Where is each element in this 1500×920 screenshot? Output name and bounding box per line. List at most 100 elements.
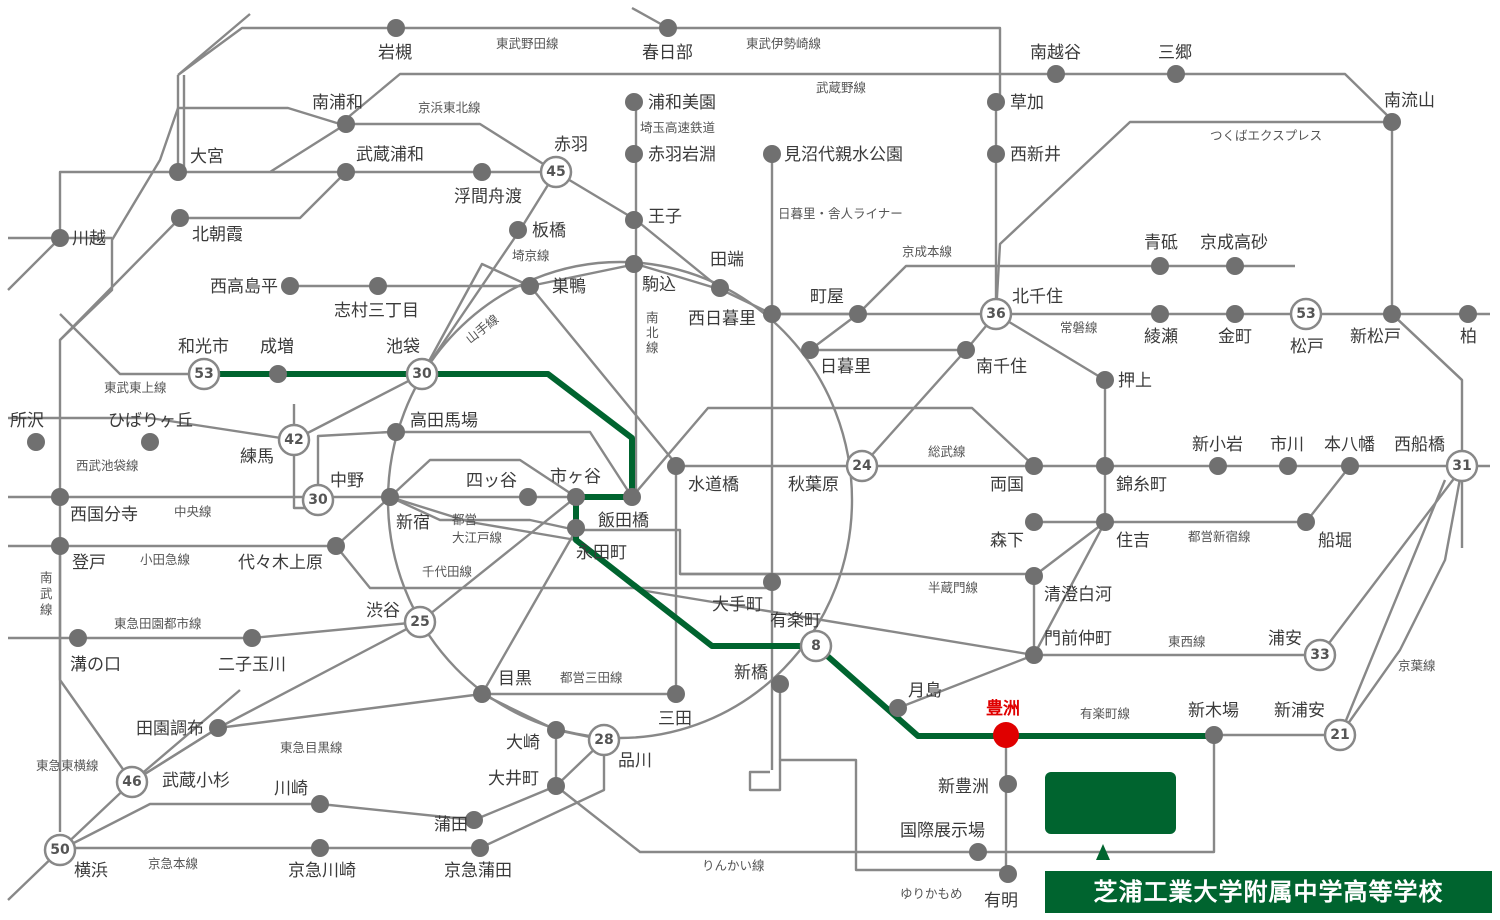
badge-urayasu[interactable]: 33 [1303, 638, 1337, 672]
station-nishiarai[interactable] [987, 145, 1005, 163]
station-toyosu[interactable] [993, 722, 1019, 748]
station-osaki[interactable] [547, 721, 565, 739]
badge-wakoshi[interactable]: 53 [187, 357, 221, 391]
station-ukimafunado[interactable] [473, 163, 491, 181]
station-musashiurawa[interactable] [337, 163, 355, 181]
station-hibarigaoka[interactable] [141, 433, 159, 451]
station-suidobashi[interactable] [667, 457, 685, 475]
station-komagome[interactable] [625, 255, 643, 273]
line-label-chiyoda: 千代田線 [422, 564, 473, 579]
station-oji[interactable] [625, 211, 643, 229]
badge-shinagawa[interactable]: 28 [587, 723, 621, 757]
station-noborito[interactable] [51, 537, 69, 555]
line-label-musashino: 武蔵野線 [816, 80, 867, 95]
station-minamisenju[interactable] [957, 341, 975, 359]
campus-marker[interactable] [1045, 772, 1176, 834]
station-tsukishima[interactable] [889, 699, 907, 717]
station-kasukabe[interactable] [659, 19, 677, 37]
badge-akihabara[interactable]: 24 [845, 449, 879, 483]
station-minumadai[interactable] [763, 145, 781, 163]
station-nagareyama[interactable] [1383, 113, 1401, 131]
station-mita[interactable] [667, 685, 685, 703]
badge-nishifunabashi[interactable]: 31 [1445, 449, 1479, 483]
station-shimura[interactable] [369, 277, 387, 295]
station-ryogoku[interactable] [1025, 457, 1043, 475]
station-morishita[interactable] [1025, 513, 1043, 531]
station-ichikawa[interactable] [1279, 457, 1297, 475]
station-soka[interactable] [987, 93, 1005, 111]
station-ichigaya[interactable] [567, 488, 585, 506]
station-nishinippori[interactable] [763, 305, 781, 323]
station-kawasaki[interactable] [311, 795, 329, 813]
station-shinjuku[interactable] [381, 488, 399, 506]
badge-shibuya[interactable]: 25 [403, 605, 437, 639]
station-tokorozawa[interactable] [27, 433, 45, 451]
badge-yokohama[interactable]: 50 [43, 833, 77, 867]
station-yotsuya[interactable] [519, 488, 537, 506]
station-shinkoiwa[interactable] [1209, 457, 1227, 475]
station-nippori[interactable] [801, 341, 819, 359]
badge-shinurayasu[interactable]: 21 [1323, 718, 1357, 752]
station-iwatsuki[interactable] [387, 19, 405, 37]
station-sumiyoshi[interactable] [1096, 513, 1114, 531]
station-misato[interactable] [1167, 65, 1185, 83]
station-minamikoshigaya[interactable] [1047, 65, 1065, 83]
station-shintoyosu[interactable] [999, 775, 1017, 793]
badge-nakano[interactable]: 30 [301, 483, 335, 517]
station-keikyukamata[interactable] [471, 839, 489, 857]
station-kanamachi[interactable] [1226, 305, 1244, 323]
station-denenchofu[interactable] [209, 719, 227, 737]
station-kamata[interactable] [465, 811, 483, 829]
station-motoyawata[interactable] [1341, 457, 1359, 475]
badge-ikebukuro[interactable]: 30 [405, 357, 439, 391]
label-tsukishima: 月島 [908, 681, 942, 701]
station-ayase[interactable] [1151, 305, 1169, 323]
station-takadanobaba[interactable] [387, 423, 405, 441]
station-iidabashi[interactable] [623, 488, 641, 506]
badge-yurakucho[interactable]: 8 [799, 629, 833, 663]
station-itabashi[interactable] [509, 221, 527, 239]
station-tabata[interactable] [711, 279, 729, 297]
station-mizonokuchi[interactable] [69, 629, 87, 647]
svg-text:28: 28 [594, 732, 613, 748]
station-yoyogiuehara[interactable] [327, 537, 345, 555]
station-narimasu[interactable] [269, 365, 287, 383]
station-oimachi[interactable] [547, 777, 565, 795]
station-oshiage[interactable] [1096, 371, 1114, 389]
station-monzennakacho[interactable] [1025, 646, 1043, 664]
badge-matsudo[interactable]: 53 [1289, 297, 1323, 331]
station-kitaasaka[interactable] [171, 209, 189, 227]
station-otemachi[interactable] [763, 573, 781, 591]
station-omiya[interactable] [169, 163, 187, 181]
line-label-yurikamome: ゆりかもめ [900, 886, 963, 901]
station-nishikokubunji[interactable] [51, 488, 69, 506]
school-name-banner[interactable]: 芝浦工業大学附属中学高等学校 [1045, 871, 1492, 913]
badge-musashikosugi[interactable]: 46 [115, 765, 149, 799]
toyoko-line [59, 689, 241, 851]
station-kokusai[interactable] [969, 843, 987, 861]
station-futakotamagawa[interactable] [243, 629, 261, 647]
station-minamiurawa[interactable] [337, 115, 355, 133]
badge-kitasenju[interactable]: 36 [979, 297, 1013, 331]
station-shinbashi[interactable] [771, 675, 789, 693]
station-keikyukawasaki[interactable] [311, 839, 329, 857]
station-machiya[interactable] [849, 305, 867, 323]
station-meguro[interactable] [473, 685, 491, 703]
badge-akabane[interactable]: 45 [539, 155, 573, 189]
station-akabaneiwabuchi[interactable] [625, 145, 643, 163]
station-aoto[interactable] [1151, 257, 1169, 275]
badge-nerima[interactable]: 42 [277, 423, 311, 457]
station-nagatacho[interactable] [567, 519, 585, 537]
station-ariake[interactable] [999, 865, 1017, 883]
station-kiyosumi[interactable] [1025, 567, 1043, 585]
station-shinmatsudo[interactable] [1383, 305, 1401, 323]
station-urawamisono[interactable] [625, 93, 643, 111]
station-kinshicho[interactable] [1096, 457, 1114, 475]
station-shinkiba[interactable] [1205, 726, 1223, 744]
station-sugamo[interactable] [521, 277, 539, 295]
station-keiseitakasago[interactable] [1226, 257, 1244, 275]
station-nishitakashimadaira[interactable] [281, 277, 299, 295]
station-funabori[interactable] [1297, 513, 1315, 531]
station-kawagoe[interactable] [51, 229, 69, 247]
station-kashiwa[interactable] [1459, 305, 1477, 323]
